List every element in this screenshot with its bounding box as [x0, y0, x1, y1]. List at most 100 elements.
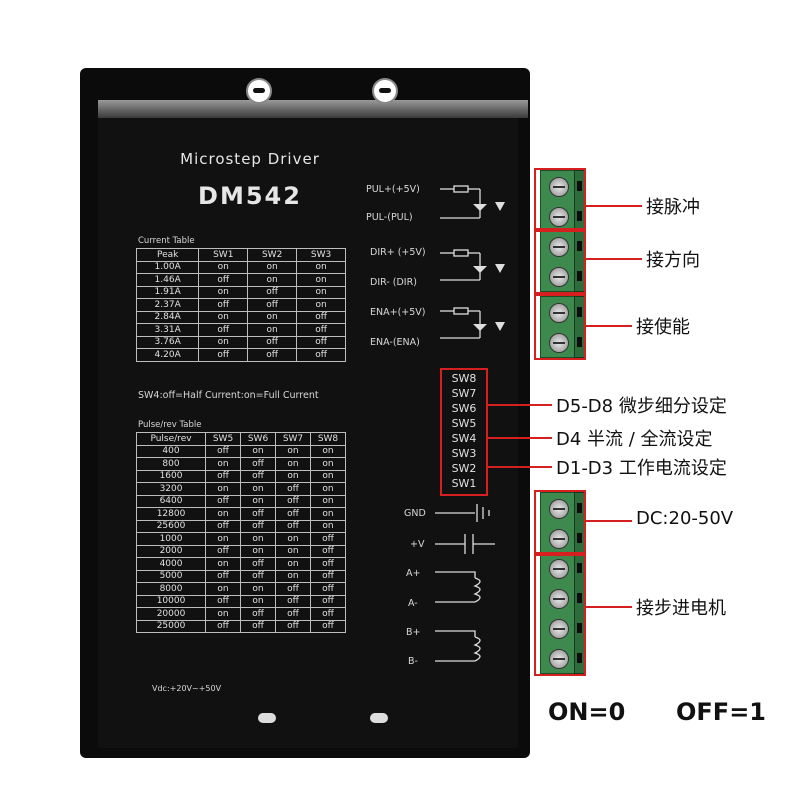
table-cell: on	[309, 457, 347, 471]
dip-sw6: SW6	[451, 402, 477, 415]
table-cell: 1.00A	[135, 260, 200, 274]
highlight-pulse	[534, 168, 586, 232]
table-header-cell: SW2	[247, 248, 298, 262]
table-cell: off	[275, 494, 311, 508]
table-cell: 4000	[135, 557, 207, 571]
table-cell: off	[205, 594, 242, 608]
line-dc	[584, 520, 632, 522]
highlight-dc	[534, 490, 586, 556]
table-cell: 1000	[135, 532, 207, 546]
label-a-plus: A+	[406, 568, 421, 579]
table-cell: on	[309, 507, 347, 521]
line-d1-d3	[486, 466, 552, 468]
table-cell: off	[198, 323, 249, 337]
table-cell: off	[205, 494, 242, 508]
vdc-note: Vdc:+20V~+50V	[152, 684, 222, 693]
table-cell: on	[296, 260, 346, 274]
table-cell: on	[205, 532, 242, 546]
table-cell: off	[275, 582, 311, 596]
table-cell: on	[198, 260, 249, 274]
table-cell: on	[240, 544, 276, 558]
table-cell: off	[309, 582, 347, 596]
annotation-pulse: 接脉冲	[646, 197, 700, 218]
table-cell: off	[275, 482, 311, 496]
table-cell: on	[240, 444, 276, 458]
line-d4	[486, 437, 552, 439]
signal-pul-minus: PUL-(PUL)	[366, 212, 413, 223]
table-cell: on	[198, 310, 249, 324]
table-cell: on	[309, 444, 347, 458]
dip-sw8: SW8	[451, 372, 477, 385]
table-cell: on	[240, 532, 276, 546]
signal-pul-plus: PUL+(+5V)	[366, 184, 420, 195]
current-table-title: Current Table	[138, 236, 195, 246]
table-cell: on	[205, 507, 242, 521]
annotation-direction: 接方向	[646, 250, 700, 271]
annotation-d5-d8: D5-D8 微步细分设定	[556, 396, 727, 417]
table-cell: off	[275, 507, 311, 521]
table-cell: off	[198, 298, 249, 312]
label-vplus: +V	[410, 539, 425, 550]
table-cell: 3.31A	[135, 323, 200, 337]
label-gnd: GND	[404, 508, 426, 519]
table-cell: 8000	[135, 582, 207, 596]
legend-off: OFF=1	[676, 698, 766, 726]
table-cell: off	[275, 519, 311, 533]
dip-sw2: SW2	[451, 462, 477, 475]
table-header-cell: SW8	[309, 432, 347, 446]
dip-switch-box	[440, 368, 488, 496]
table-cell: off	[296, 335, 346, 349]
annotation-motor: 接步进电机	[636, 598, 726, 619]
highlight-direction	[534, 228, 586, 294]
table-cell: 800	[135, 457, 207, 471]
table-cell: off	[309, 544, 347, 558]
table-cell: off	[309, 607, 347, 621]
table-cell: off	[296, 348, 346, 362]
top-bevel	[98, 100, 528, 118]
device-model: DM542	[198, 182, 302, 210]
mount-hole-right	[372, 78, 398, 104]
table-cell: on	[240, 582, 276, 596]
mount-hole-bottom-left	[258, 713, 276, 723]
annotation-d1-d3: D1-D3 工作电流设定	[556, 458, 727, 479]
optocoupler-schematic	[440, 185, 505, 339]
table-cell: on	[205, 607, 242, 621]
pulse-table-title: Pulse/rev Table	[138, 420, 202, 430]
table-cell: 25000	[135, 619, 207, 633]
table-cell: on	[309, 482, 347, 496]
table-cell: off	[247, 335, 298, 349]
table-cell: off	[240, 457, 276, 471]
table-cell: on	[275, 444, 311, 458]
table-cell: 10000	[135, 594, 207, 608]
dip-sw4: SW4	[451, 432, 477, 445]
table-header-cell: SW6	[240, 432, 276, 446]
table-cell: on	[309, 494, 347, 508]
highlight-motor	[534, 552, 586, 676]
table-cell: 25600	[135, 519, 207, 533]
table-cell: on	[309, 469, 347, 483]
table-header-cell: Peak	[135, 248, 200, 262]
table-header-cell: SW1	[198, 248, 249, 262]
table-cell: 6400	[135, 494, 207, 508]
table-cell: on	[296, 298, 346, 312]
table-cell: off	[240, 619, 276, 633]
terminal-block-power-motor	[540, 492, 576, 674]
table-cell: on	[205, 557, 242, 571]
table-cell: off	[309, 594, 347, 608]
table-cell: off	[205, 569, 242, 583]
table-cell: off	[198, 348, 249, 362]
table-cell: on	[296, 273, 346, 287]
